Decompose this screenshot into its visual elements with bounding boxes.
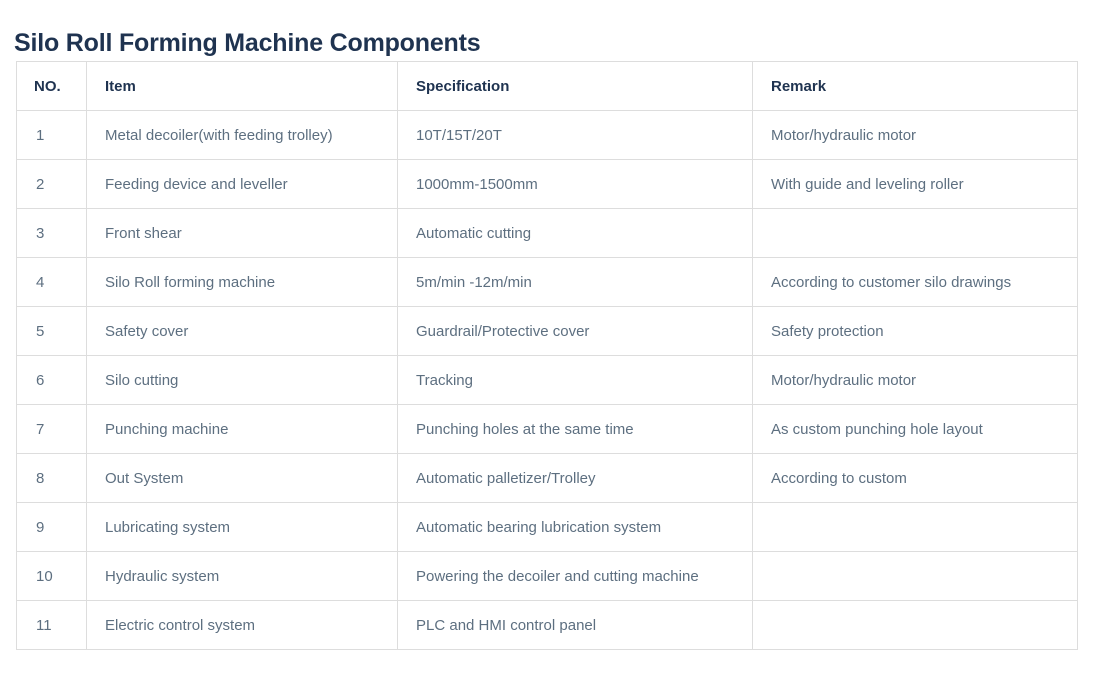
table-body: 1 Metal decoiler(with feeding trolley) 1…	[16, 110, 1078, 650]
table-row: 10 Hydraulic system Powering the decoile…	[16, 551, 1078, 601]
column-header-specification: Specification	[397, 61, 753, 111]
cell-no: 6	[16, 355, 87, 405]
cell-no: 8	[16, 453, 87, 503]
cell-item: Out System	[86, 453, 398, 503]
cell-specification: 5m/min -12m/min	[397, 257, 753, 307]
cell-no: 9	[16, 502, 87, 552]
cell-remark: With guide and leveling roller	[752, 159, 1078, 209]
cell-specification: Automatic bearing lubrication system	[397, 502, 753, 552]
page-title: Silo Roll Forming Machine Components	[14, 28, 481, 57]
cell-item: Punching machine	[86, 404, 398, 454]
cell-no: 1	[16, 110, 87, 160]
cell-remark	[752, 551, 1078, 601]
cell-remark: Safety protection	[752, 306, 1078, 356]
cell-item: Silo Roll forming machine	[86, 257, 398, 307]
cell-remark	[752, 502, 1078, 552]
components-table: NO. Item Specification Remark 1 Metal de…	[16, 61, 1078, 650]
column-header-no: NO.	[16, 61, 87, 111]
table-row: 11 Electric control system PLC and HMI c…	[16, 600, 1078, 650]
cell-item: Lubricating system	[86, 502, 398, 552]
cell-item: Feeding device and leveller	[86, 159, 398, 209]
cell-remark: According to customer silo drawings	[752, 257, 1078, 307]
cell-no: 3	[16, 208, 87, 258]
cell-specification: Powering the decoiler and cutting machin…	[397, 551, 753, 601]
cell-specification: Guardrail/Protective cover	[397, 306, 753, 356]
cell-remark: Motor/hydraulic motor	[752, 355, 1078, 405]
cell-item: Hydraulic system	[86, 551, 398, 601]
cell-item: Front shear	[86, 208, 398, 258]
table-row: 2 Feeding device and leveller 1000mm-150…	[16, 159, 1078, 209]
column-header-remark: Remark	[752, 61, 1078, 111]
table-header-row: NO. Item Specification Remark	[16, 61, 1078, 111]
cell-specification: Punching holes at the same time	[397, 404, 753, 454]
table-row: 1 Metal decoiler(with feeding trolley) 1…	[16, 110, 1078, 160]
cell-item: Silo cutting	[86, 355, 398, 405]
column-header-item: Item	[86, 61, 398, 111]
cell-specification: 1000mm-1500mm	[397, 159, 753, 209]
table-row: 7 Punching machine Punching holes at the…	[16, 404, 1078, 454]
cell-remark	[752, 600, 1078, 650]
cell-no: 10	[16, 551, 87, 601]
cell-remark: Motor/hydraulic motor	[752, 110, 1078, 160]
cell-specification: Automatic cutting	[397, 208, 753, 258]
table-row: 4 Silo Roll forming machine 5m/min -12m/…	[16, 257, 1078, 307]
components-table-container: NO. Item Specification Remark 1 Metal de…	[16, 61, 1078, 650]
cell-item: Electric control system	[86, 600, 398, 650]
cell-specification: Tracking	[397, 355, 753, 405]
table-row: 6 Silo cutting Tracking Motor/hydraulic …	[16, 355, 1078, 405]
cell-no: 5	[16, 306, 87, 356]
cell-specification: Automatic palletizer/Trolley	[397, 453, 753, 503]
table-row: 5 Safety cover Guardrail/Protective cove…	[16, 306, 1078, 356]
cell-item: Safety cover	[86, 306, 398, 356]
table-header: NO. Item Specification Remark	[16, 61, 1078, 111]
cell-specification: PLC and HMI control panel	[397, 600, 753, 650]
table-row: 8 Out System Automatic palletizer/Trolle…	[16, 453, 1078, 503]
cell-remark: As custom punching hole layout	[752, 404, 1078, 454]
cell-no: 7	[16, 404, 87, 454]
cell-remark	[752, 208, 1078, 258]
cell-remark: According to custom	[752, 453, 1078, 503]
cell-specification: 10T/15T/20T	[397, 110, 753, 160]
cell-no: 2	[16, 159, 87, 209]
cell-no: 4	[16, 257, 87, 307]
cell-item: Metal decoiler(with feeding trolley)	[86, 110, 398, 160]
cell-no: 11	[16, 600, 87, 650]
table-row: 3 Front shear Automatic cutting	[16, 208, 1078, 258]
table-row: 9 Lubricating system Automatic bearing l…	[16, 502, 1078, 552]
